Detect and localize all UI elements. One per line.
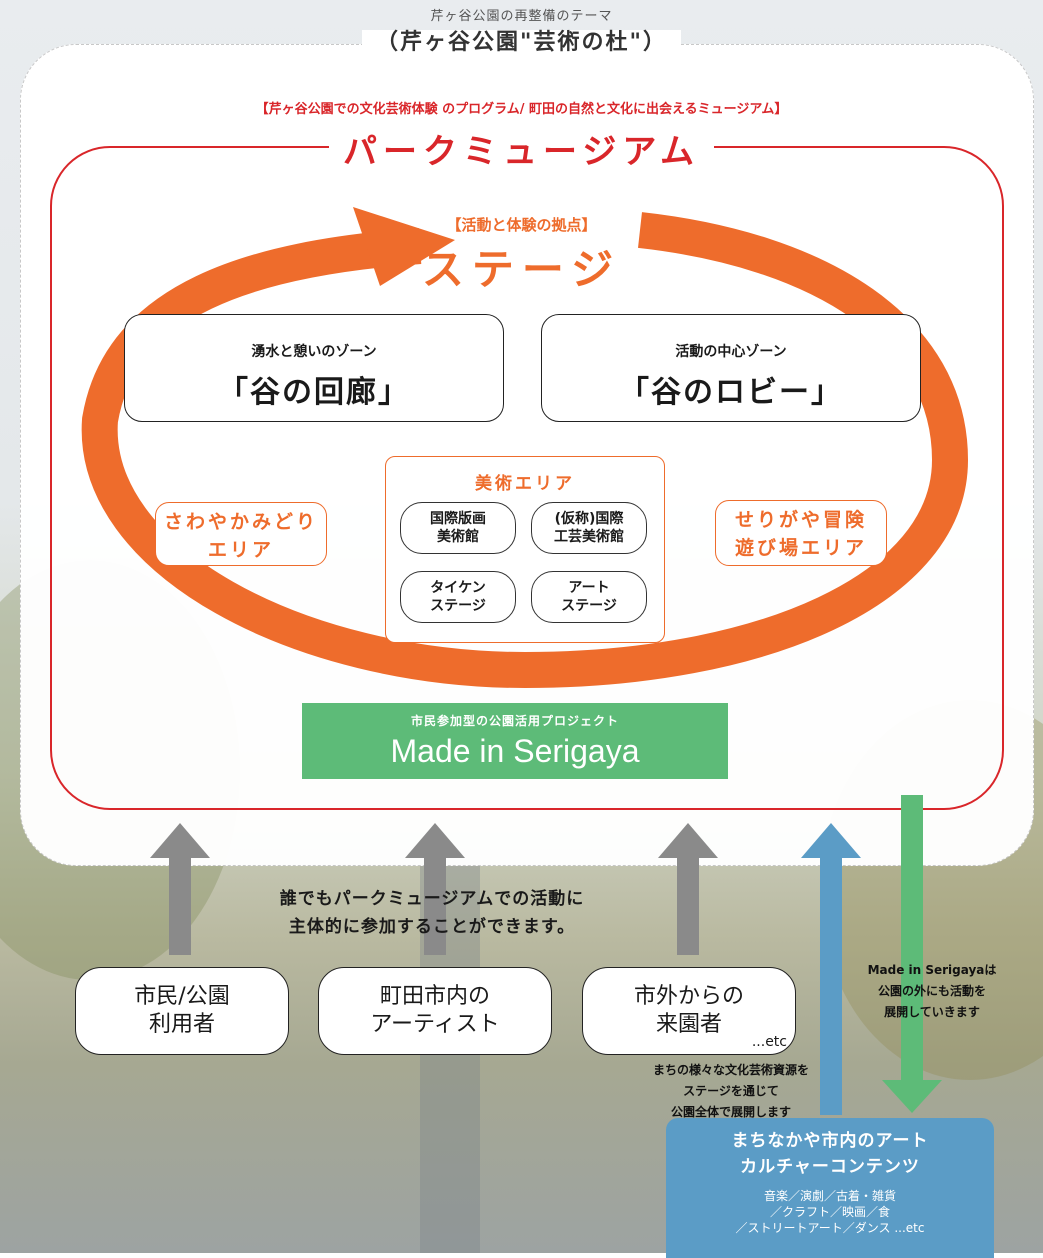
cycle-arrow-head — [353, 207, 455, 286]
theme-subtitle: 芹ヶ谷公園の再整備のテーマ — [430, 9, 613, 24]
culture-contents-box: まちなかや市内のアートカルチャーコンテンツ 音楽／演劇／古着・雑貨／クラフト／映… — [666, 1118, 994, 1258]
culture-title: まちなかや市内のアートカルチャーコンテンツ — [731, 1131, 929, 1177]
blue-up-arrow — [801, 823, 861, 1115]
town-resources-note: まちの様々な文化芸術資源をステージを通じて公園全体で展開します — [652, 1063, 809, 1119]
participation-text: 誰でもパークミュージアムでの活動に 主体的に参加することができます。 — [222, 885, 642, 941]
program-label: 【芹ヶ谷公園での文化芸術体験 のプログラム/ 町田の自然と文化に出会えるミュージ… — [255, 102, 788, 117]
art-area-title: 美術エリア — [475, 474, 575, 494]
area-label-line: エリア — [207, 539, 274, 561]
participation-line: 誰でもパークミュージアムでの活動に — [279, 889, 585, 909]
up-arrow — [405, 823, 465, 955]
art-item-taiken-stage: タイケンステージ — [400, 571, 516, 623]
park-museum-title: パークミュージアム — [0, 124, 1043, 173]
zone-valley-corridor: 湧水と憩いのゾーン 「谷の回廊」 — [124, 314, 504, 422]
art-item-print-museum: 国際版画美術館 — [400, 502, 516, 554]
zone-name: 「谷のロビー」 — [619, 375, 843, 410]
art-item-art-stage: アートステージ — [531, 571, 647, 623]
zone-valley-lobby: 活動の中心ゾーン 「谷のロビー」 — [541, 314, 921, 422]
area-midori: さわやかみどり エリア — [155, 502, 327, 566]
theme-title: （芹ヶ谷公園"芸術の杜"） — [0, 24, 1043, 56]
actor-citizens: 市民/公園利用者 — [75, 967, 289, 1055]
actor-artists: 町田市内のアーティスト — [318, 967, 552, 1055]
zone-subtitle: 活動の中心ゾーン — [675, 344, 787, 360]
actor-etc: ...etc — [751, 1034, 787, 1050]
stage-title: ステージ — [421, 245, 622, 294]
area-label-line: 遊び場エリア — [734, 537, 867, 559]
up-arrow — [658, 823, 718, 955]
zone-name: 「谷の回廊」 — [218, 375, 410, 410]
made-in-note: Made in Serigayaは公園の外にも活動を展開していきます — [867, 963, 997, 1019]
made-in-subtitle: 市民参加型の公園活用プロジェクト — [410, 714, 619, 728]
made-in-serigaya-box: 市民参加型の公園活用プロジェクト Made in Serigaya — [302, 703, 728, 779]
made-in-title: Made in Serigaya — [390, 733, 640, 769]
area-label-line: せりがや冒険 — [734, 509, 867, 531]
participation-line: 主体的に参加することができます。 — [288, 917, 576, 937]
area-label-line: さわやかみどり — [163, 511, 318, 533]
art-area: 美術エリア 国際版画美術館 (仮称)国際工芸美術館 タイケンステージ アートステ… — [385, 456, 665, 643]
zone-subtitle: 湧水と憩いのゾーン — [251, 344, 377, 360]
art-item-craft-museum: (仮称)国際工芸美術館 — [531, 502, 647, 554]
actor-visitors: 市外からの来園者 ...etc — [582, 967, 796, 1055]
area-adventure: せりがや冒険 遊び場エリア — [715, 500, 887, 566]
green-down-arrow — [882, 795, 942, 1113]
up-arrow — [150, 823, 210, 955]
culture-items: 音楽／演劇／古着・雑貨／クラフト／映画／食／ストリートアート／ダンス ...et… — [735, 1189, 925, 1235]
stage-label: 【活動と体験の拠点】 — [446, 216, 597, 234]
